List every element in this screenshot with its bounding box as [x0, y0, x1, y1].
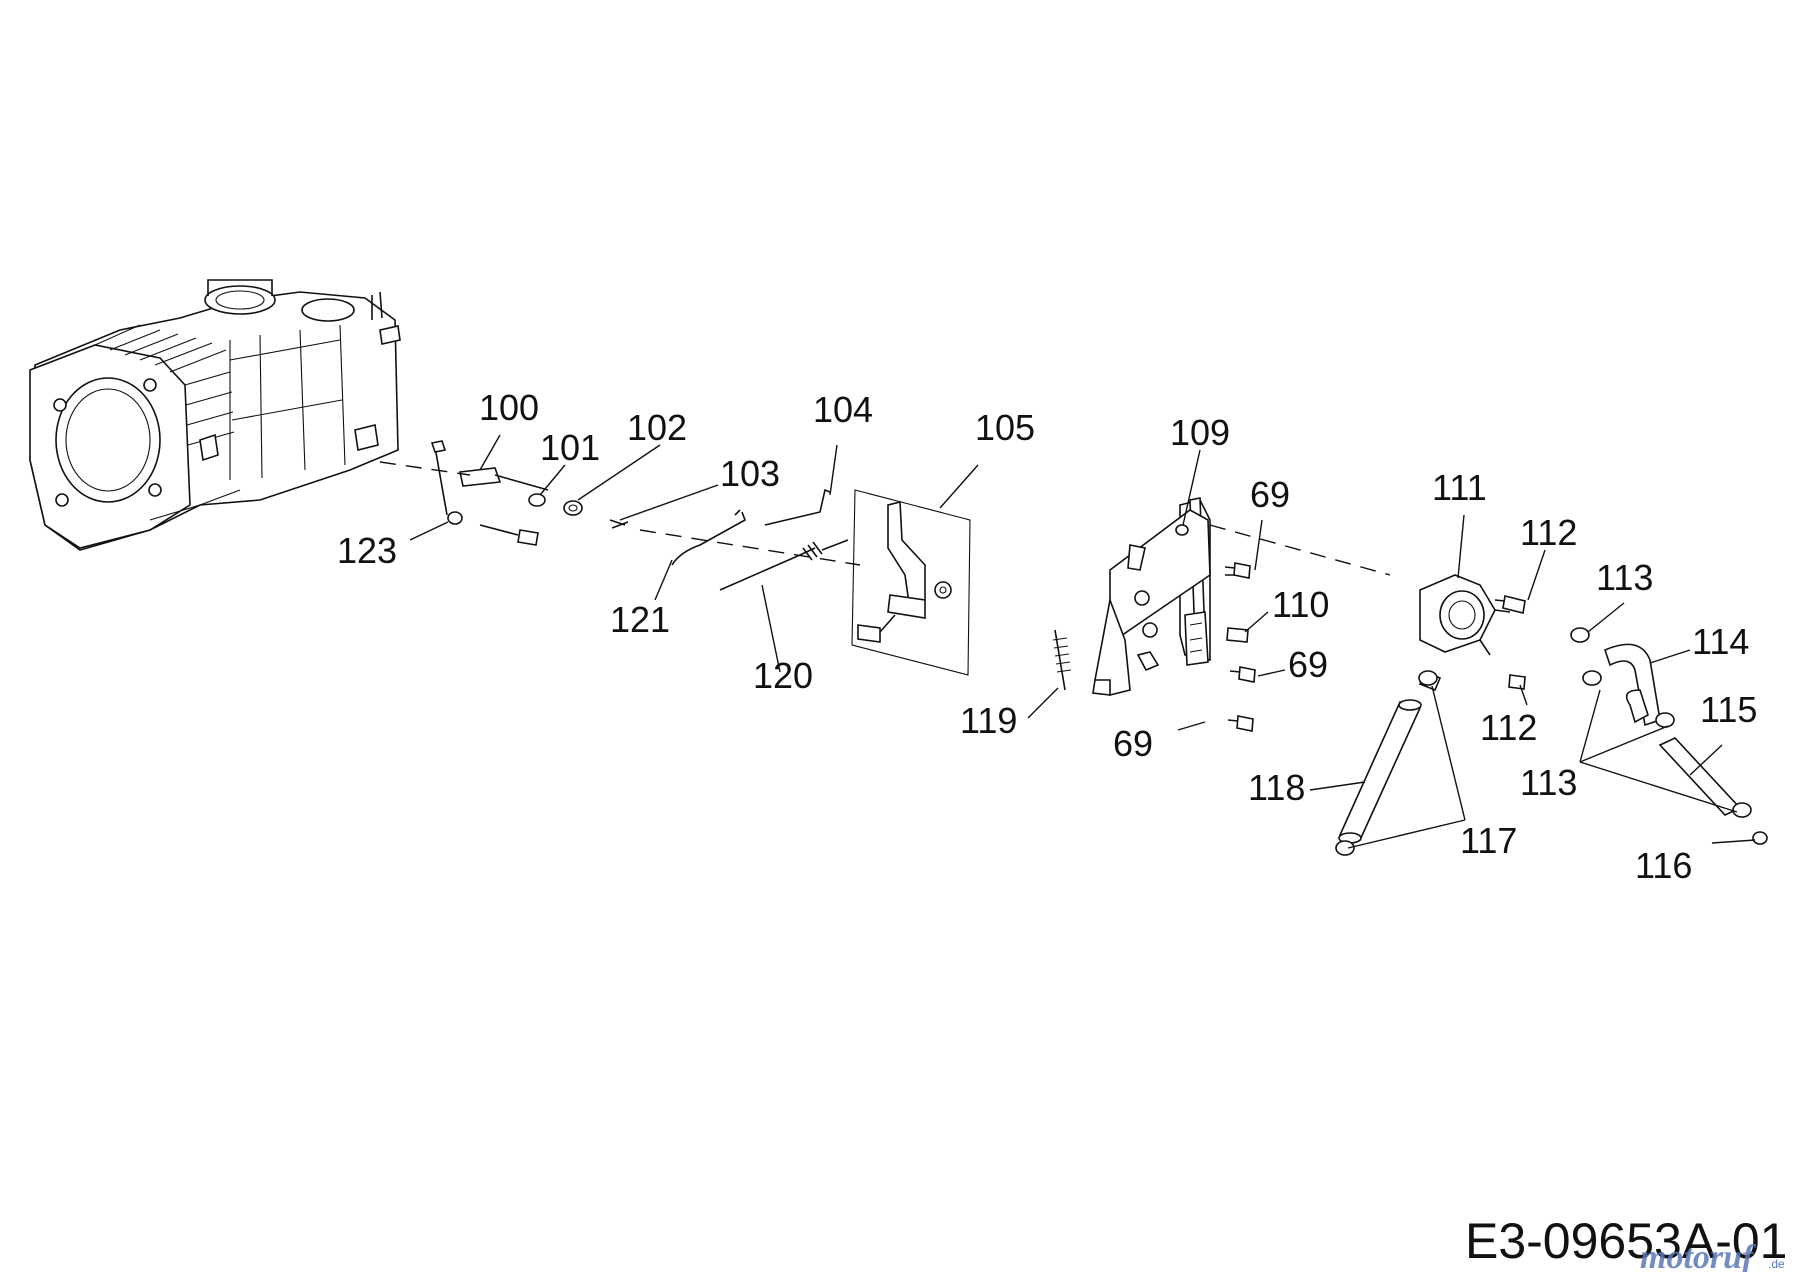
governor-shaft-parts — [379, 440, 861, 566]
part-label-117: 117 — [1460, 820, 1517, 861]
governor-lever-105 — [851, 489, 971, 676]
part-label-112: 112 — [1480, 707, 1537, 748]
part-label-69: 69 — [1288, 644, 1328, 685]
part-label-69: 69 — [1250, 474, 1290, 515]
part-label-69: 69 — [1113, 723, 1153, 764]
fuel-hoses — [1338, 643, 1742, 844]
control-bracket-109 — [1092, 497, 1391, 696]
part-label-105: 105 — [975, 407, 1035, 448]
part-label-115: 115 — [1700, 689, 1757, 730]
part-label-112: 112 — [1520, 512, 1577, 553]
part-labels: 100 101 102 103 104 105 109 69 110 69 69… — [337, 387, 1757, 886]
part-label-118: 118 — [1248, 767, 1305, 808]
part-label-123: 123 — [337, 530, 397, 571]
part-label-104: 104 — [813, 389, 873, 430]
hose-clamps — [1335, 627, 1768, 856]
part-label-101: 101 — [540, 427, 600, 468]
engine-block — [29, 279, 401, 551]
part-label-113: 113 — [1520, 762, 1577, 803]
part-label-121: 121 — [610, 599, 670, 640]
leader-lines — [409, 434, 1756, 849]
part-label-116: 116 — [1635, 845, 1692, 886]
part-label-111: 111 — [1432, 467, 1487, 508]
part-label-120: 120 — [753, 655, 813, 696]
part-label-109: 109 — [1170, 412, 1230, 453]
part-label-103: 103 — [720, 453, 780, 494]
linkage-rods — [671, 488, 1072, 691]
part-label-113: 113 — [1596, 557, 1653, 598]
fuel-pump-111 — [1418, 574, 1526, 692]
part-label-102: 102 — [627, 407, 687, 448]
drawing-number: E3-09653A-01 — [1465, 1213, 1787, 1269]
part-label-114: 114 — [1692, 621, 1749, 662]
part-label-119: 119 — [960, 700, 1017, 741]
part-label-110: 110 — [1272, 584, 1329, 625]
part-label-100: 100 — [479, 387, 539, 428]
watermark-logo: motoruf — [1640, 1239, 1757, 1272]
watermark-suffix: .de — [1768, 1257, 1785, 1271]
bolts-and-clips — [1224, 562, 1256, 732]
